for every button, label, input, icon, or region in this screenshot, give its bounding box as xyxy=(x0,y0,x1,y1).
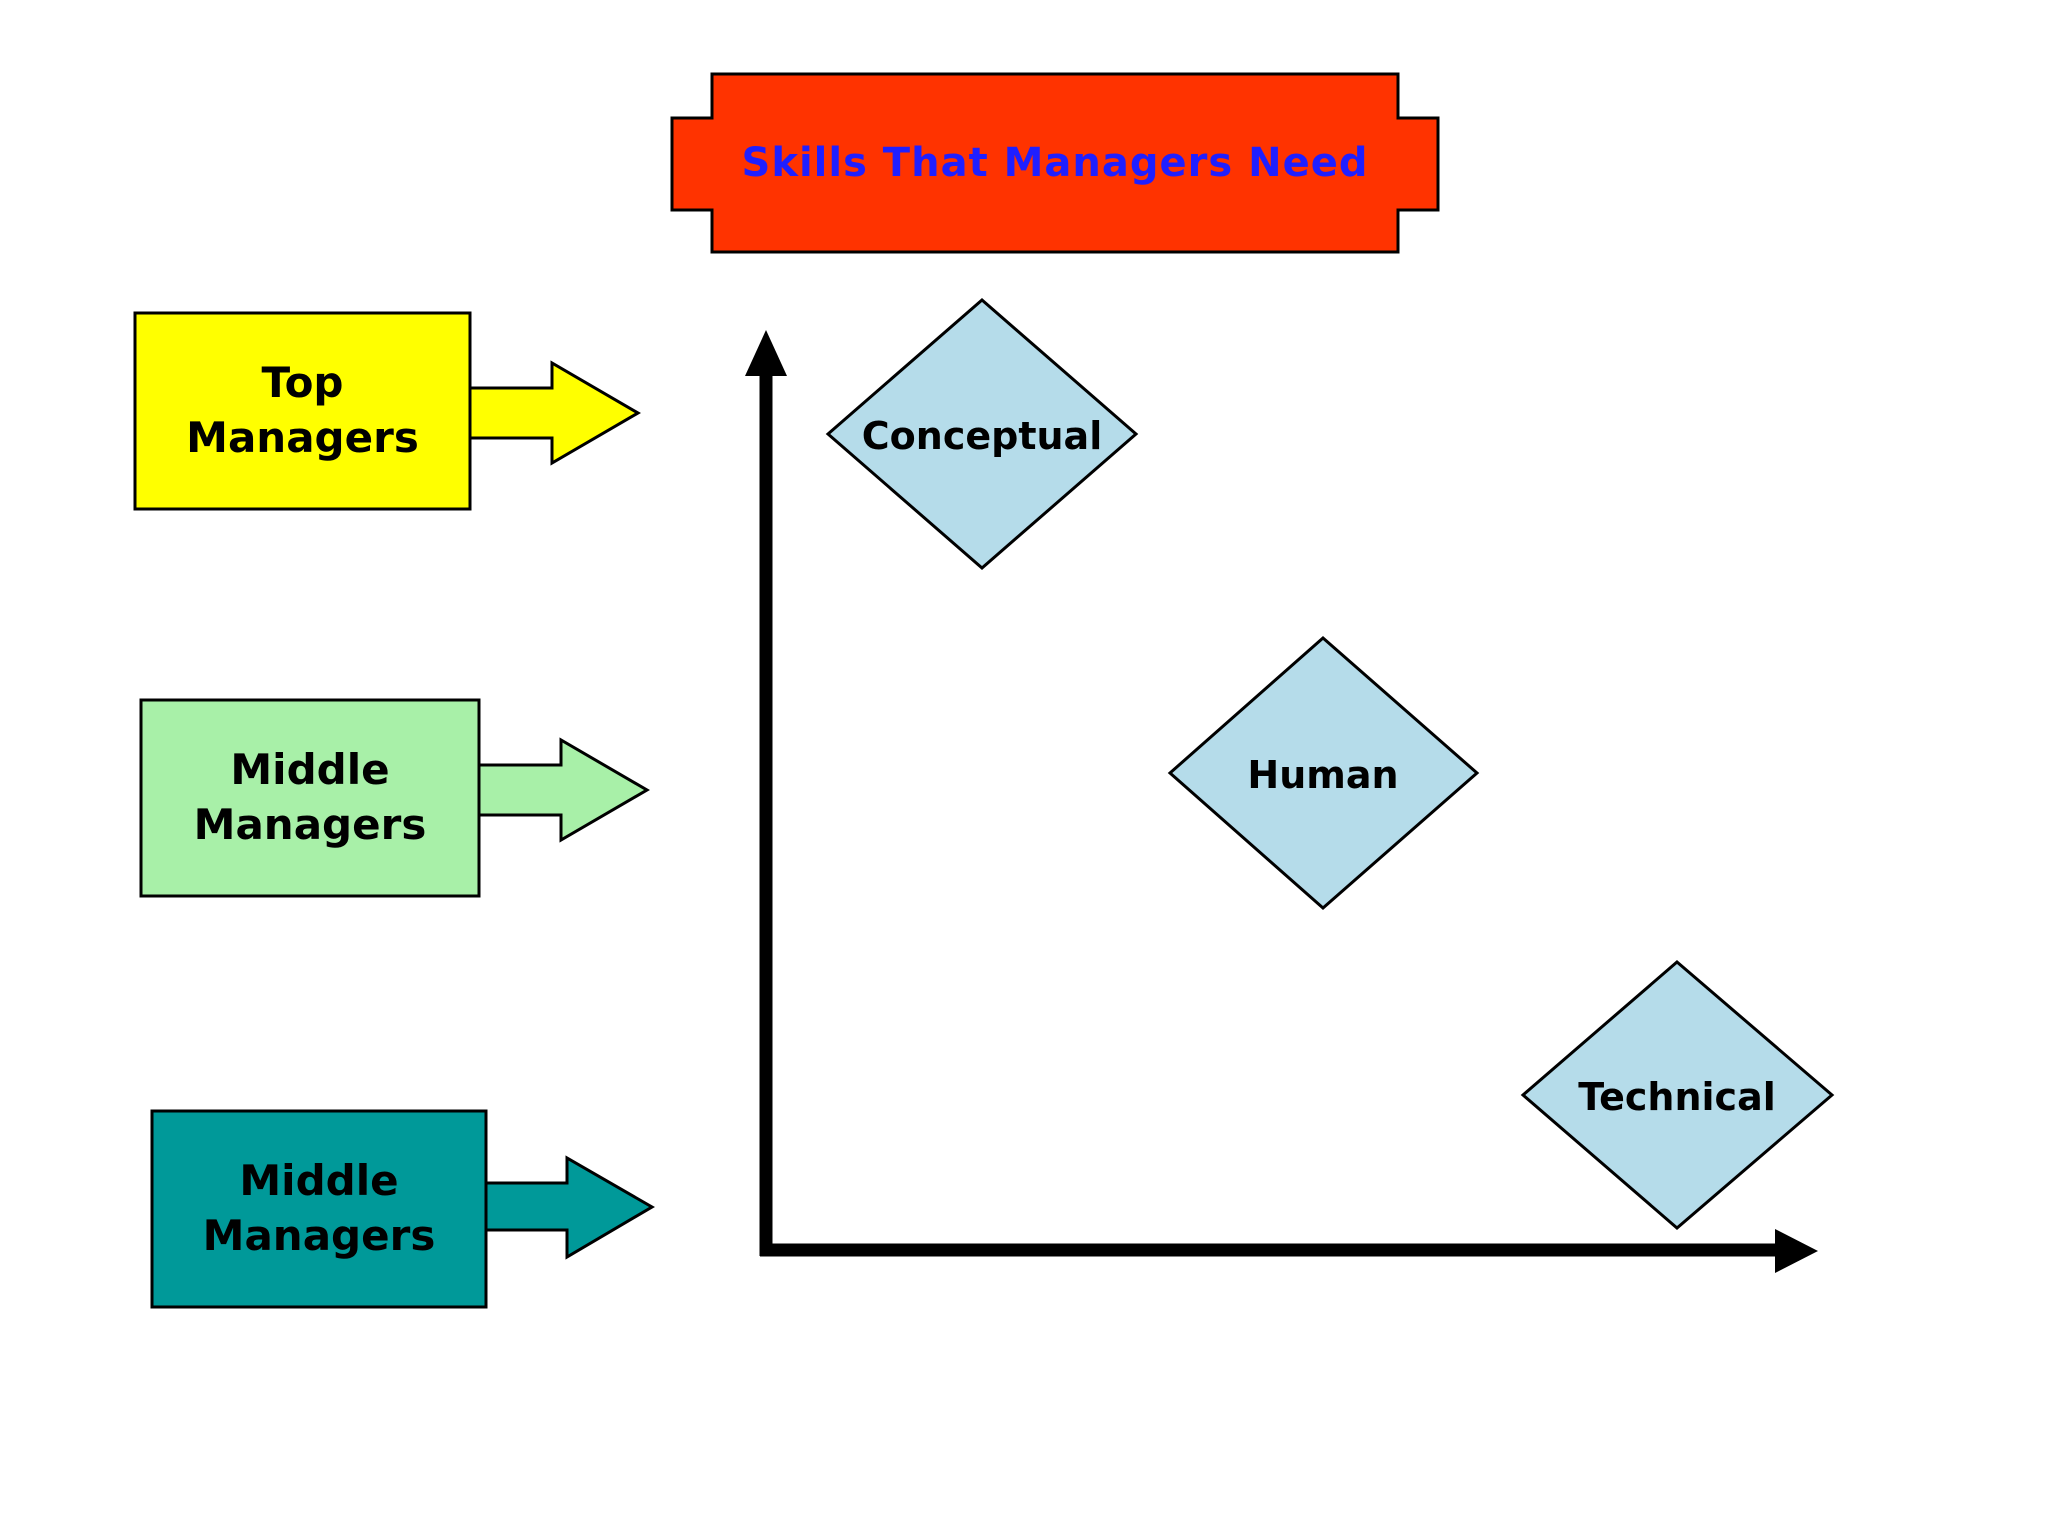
top-managers-box xyxy=(133,311,472,511)
bottom-managers-arrow xyxy=(481,1155,655,1260)
bottom-managers-box xyxy=(150,1109,488,1309)
human-diamond xyxy=(1167,636,1480,910)
technical-diamond xyxy=(1520,960,1835,1230)
middle-managers-arrow xyxy=(474,737,650,843)
middle-managers-box xyxy=(139,698,481,898)
title-banner-shape xyxy=(670,72,1440,254)
y-axis-arrowhead xyxy=(745,330,787,376)
top-managers-arrow xyxy=(465,360,641,466)
x-axis-arrowhead xyxy=(1775,1229,1818,1273)
conceptual-diamond xyxy=(825,298,1139,570)
